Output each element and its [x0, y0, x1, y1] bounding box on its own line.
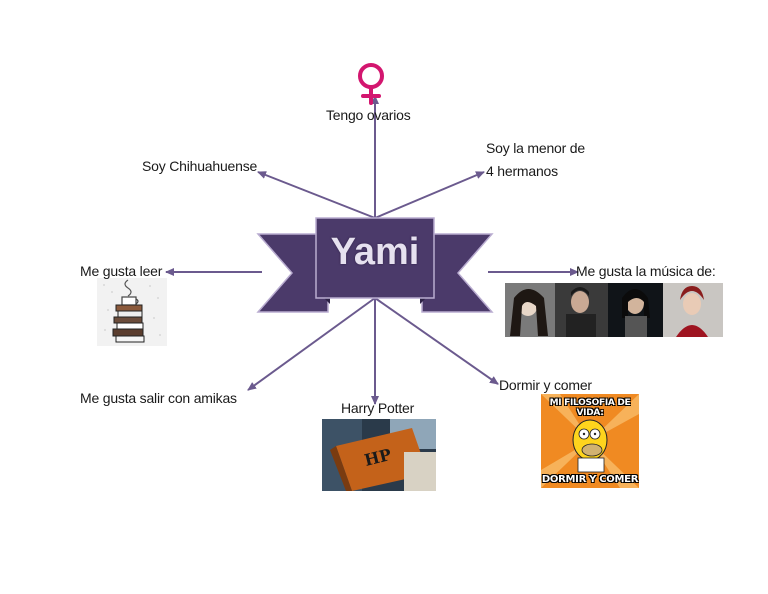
arrow-to-chihuahuense — [257, 171, 376, 219]
harry-potter-book-photo: HP — [322, 419, 436, 491]
arrow-to-dormir — [374, 297, 499, 385]
arrow-to-amikas — [247, 297, 376, 391]
label-soy-la-menor-line2: 4 hermanos — [486, 163, 558, 179]
label-me-gusta-salir: Me gusta salir con amikas — [80, 390, 237, 406]
homer-simpson-meme — [541, 394, 639, 488]
meme-bottom-text: DORMIR Y COMER — [541, 474, 639, 485]
banner-body — [315, 217, 435, 299]
label-dormir-y-comer: Dormir y comer — [499, 377, 592, 393]
meme-caption-box: MI FILOSOFIA DE VIDA: DORMIR Y COMER — [541, 394, 639, 488]
label-soy-la-menor-line1: Soy la menor de — [486, 140, 585, 156]
label-tengo-ovarios: Tengo ovarios — [326, 107, 411, 123]
label-me-gusta-la-musica: Me gusta la música de: — [576, 263, 716, 279]
female-symbol-icon — [358, 63, 384, 105]
label-me-gusta-leer: Me gusta leer — [80, 263, 163, 279]
meme-top-text: MI FILOSOFIA DE VIDA: — [549, 398, 631, 418]
label-harry-potter: Harry Potter — [341, 400, 415, 416]
connector-arrows — [165, 95, 579, 405]
four-singers-photos — [505, 283, 723, 337]
books-and-coffee-icon — [97, 278, 167, 346]
arrow-to-menor — [374, 171, 485, 219]
label-soy-chihuahuense: Soy Chihuahuense — [142, 158, 258, 174]
center-banner — [256, 217, 494, 313]
center-title: Yami — [330, 231, 420, 273]
